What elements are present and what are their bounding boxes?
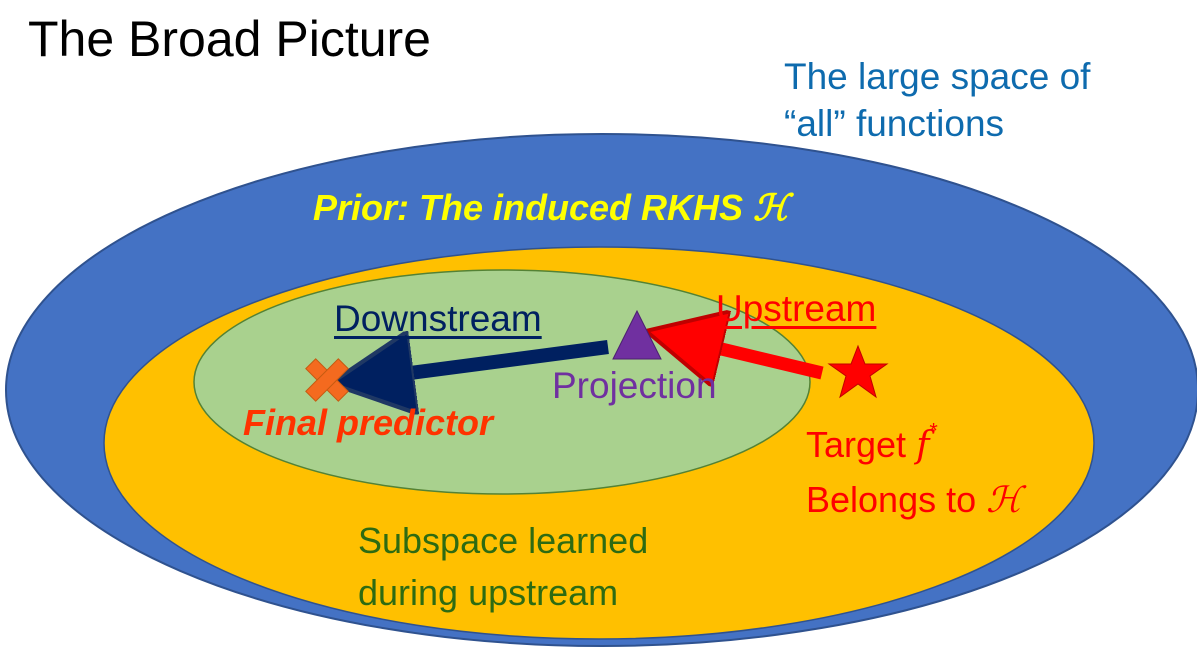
downstream-label: Downstream: [334, 298, 542, 339]
upstream-label: Upstream: [716, 288, 877, 329]
rkhs-symbol: ℋ: [753, 187, 789, 229]
triangle-icon: [612, 309, 662, 360]
subspace-label-line1: Subspace learned: [358, 520, 649, 561]
subspace-label: Subspace learned during upstream: [358, 515, 648, 619]
belongs-to-line: Belongs to ℋ: [806, 473, 1022, 528]
target-function-symbol: f: [916, 425, 930, 466]
target-line: Target f*: [806, 418, 1022, 473]
prior-rkhs-text: Prior: The induced RKHS: [313, 187, 754, 228]
downstream-arrow: [372, 347, 609, 378]
final-predictor-label: Final predictor: [243, 402, 494, 443]
function-space-caption-line1: The large space of: [784, 56, 1091, 97]
star-icon: [827, 344, 889, 399]
projection-label: Projection: [552, 365, 717, 406]
target-label: Target f* Belongs to ℋ: [806, 418, 1022, 528]
target-text: Target: [806, 424, 917, 465]
prior-rkhs-label: Prior: The induced RKHS ℋ: [313, 187, 789, 229]
page-title: The Broad Picture: [28, 11, 431, 67]
upstream-arrow: [684, 340, 824, 373]
belongs-to-rkhs-symbol: ℋ: [986, 480, 1022, 521]
target-star-superscript: *: [929, 417, 938, 443]
cross-icon: [305, 358, 349, 402]
function-space-caption-line2: “all” functions: [784, 102, 1005, 144]
function-space-caption: The large space of “all” functions: [784, 54, 1090, 148]
belongs-to-text: Belongs to: [806, 479, 987, 520]
subspace-label-line2: during upstream: [358, 572, 619, 614]
